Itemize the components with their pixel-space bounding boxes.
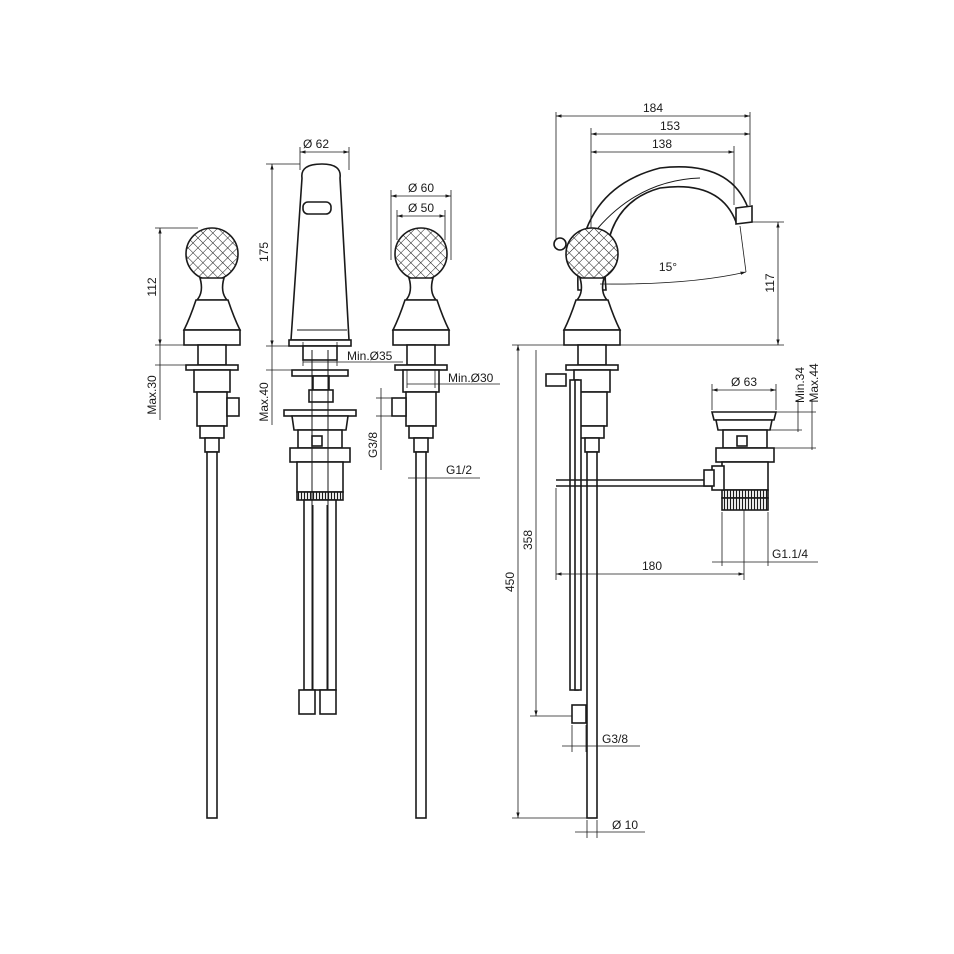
dim-waste-min: Min.34 [793,367,807,403]
dim-hose-358: 358 [521,530,535,550]
dim-reach-138: 138 [652,137,672,151]
dim-handle-hole: Min.Ø30 [448,371,494,385]
dim-rod-length: 180 [642,559,662,573]
dim-inlet-g38-side: G3/8 [602,732,628,746]
dim-outlet-g12: G1/2 [446,463,472,477]
dim-outlet-height: 117 [763,273,777,292]
dim-spout-angle: 15° [659,260,677,274]
crystal-knob-icon [394,227,448,281]
dim-handle-height: 112 [145,277,159,296]
dim-handle-inner: Ø 50 [408,201,434,215]
dim-waste-diameter: Ø 63 [731,375,757,389]
spout-front-view: Ø 62 175 Max.40 Min.Ø35 [257,137,403,715]
crystal-knob-icon [185,227,239,281]
dim-waste-thread: G1.1/4 [772,547,808,561]
dim-spout-diameter: Ø 62 [303,137,329,151]
dim-hose-450: 450 [503,572,517,592]
dim-reach-153: 153 [660,119,680,133]
dim-handle-outer: Ø 60 [408,181,434,195]
crystal-knob-icon [565,227,619,281]
dim-overall-width: 184 [643,101,663,115]
dim-spout-height: 175 [257,242,271,262]
dim-hose-dia: Ø 10 [612,818,638,832]
dim-spout-deck: Max.40 [257,382,271,422]
left-handle-view: 112 Max.30 [145,227,242,819]
side-assembly-view: 184 153 138 15° 117 450 358 G3/8 Ø 10 18… [503,101,784,838]
pop-up-waste-view: Ø 63 Min.34 Max.44 G1.1/4 [703,363,821,566]
dim-handle-deck: Max.30 [145,375,159,415]
dim-waste-max: Max.44 [807,363,821,403]
dim-inlet-g38-front: G3/8 [366,432,380,458]
dim-spout-hole: Min.Ø35 [347,349,393,363]
right-handle-view: Ø 60 Ø 50 Min.Ø30 G3/8 G1/2 [366,181,500,819]
